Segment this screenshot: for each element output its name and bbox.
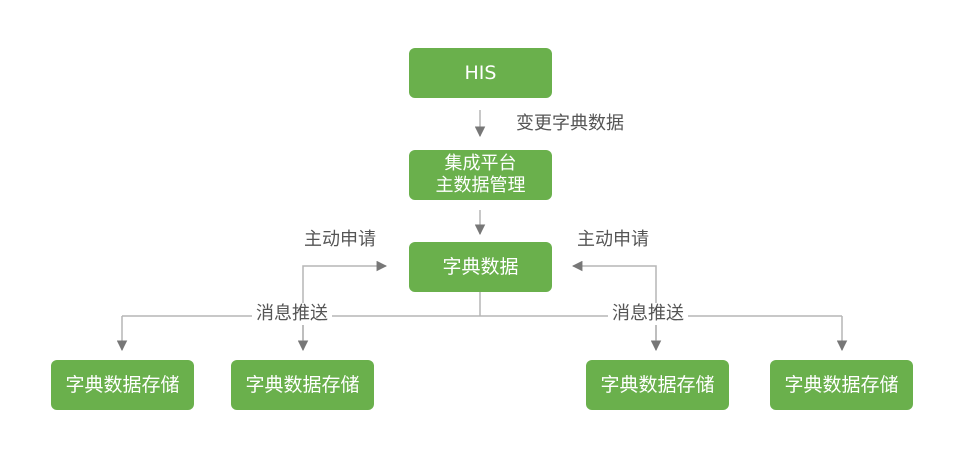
node-integration-platform: 集成平台 主数据管理	[409, 150, 552, 200]
edge-label-message-push-right: 消息推送	[608, 303, 688, 325]
node-storage-2-label: 字典数据存储	[245, 374, 360, 396]
node-storage-2: 字典数据存储	[231, 360, 374, 410]
node-dictionary-label: 字典数据	[442, 256, 519, 278]
edge-label-change-dictionary: 变更字典数据	[516, 113, 624, 134]
node-storage-1-label: 字典数据存储	[65, 374, 180, 396]
node-storage-4: 字典数据存储	[770, 360, 913, 410]
edge-label-active-request-left: 主动申请	[304, 229, 376, 250]
node-storage-3-label: 字典数据存储	[600, 374, 715, 396]
node-dictionary-data: 字典数据	[409, 242, 552, 292]
node-storage-3: 字典数据存储	[586, 360, 729, 410]
edge-label-message-push-left: 消息推送	[252, 303, 332, 325]
node-platform-label-line1: 集成平台	[444, 153, 517, 174]
node-platform-label-line2: 主数据管理	[435, 175, 526, 196]
node-his-label: HIS	[464, 62, 497, 84]
node-storage-1: 字典数据存储	[51, 360, 194, 410]
edge-label-active-request-right: 主动申请	[577, 229, 649, 250]
node-storage-4-label: 字典数据存储	[784, 374, 899, 396]
node-his: HIS	[409, 48, 552, 98]
